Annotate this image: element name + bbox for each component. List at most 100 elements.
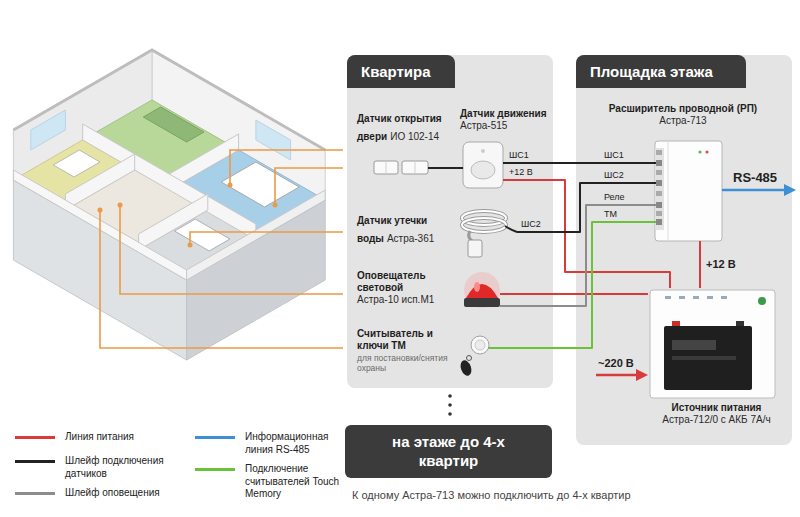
label-holder: ШС1 [604,150,624,161]
continuation-dots [448,403,452,407]
wire-label: +12 В [509,167,533,178]
text-group: Датчик движенияАстра-515 [460,108,552,132]
reader-picture [459,336,489,377]
leader-line [275,168,343,205]
continuation-dots [448,394,452,416]
continuation-dots [448,394,452,398]
wire-connector [507,293,648,295]
wire-stub [428,163,656,348]
legend-item: Информационная линия RS-485 [195,431,340,456]
label-holder: RS-485 [733,170,777,186]
light-alarm-picture [464,272,500,308]
terminal-label: ШС2 [604,170,624,181]
expander-picture [656,160,662,166]
wire-label: +12 В [706,258,736,271]
apartment-illustration [13,50,325,360]
legend-swatch [15,436,55,439]
wire-connector [455,167,460,169]
label-holder: ТМ [604,209,617,220]
expander-picture [655,141,722,241]
legend-item: Линия питания [15,431,180,444]
water-sensor-picture [468,240,482,257]
wire-stub [598,221,656,223]
label-holder: ШС2 [604,170,624,181]
text-group: на этаже до 4-х квартир [390,433,508,471]
door-contact-picture [374,161,428,174]
expander-picture [656,180,662,186]
caption-holder: К одному Астра-713 можно подключить до 4… [352,489,631,502]
leader-line [100,150,343,348]
expander-picture [656,170,662,175]
legend-swatch [195,436,235,439]
leader-line [100,210,343,348]
note-box: на этаже до 4-х квартир [345,425,552,478]
wire-label: ШС2 [521,219,541,230]
panel-heading: Площадка этажа [576,55,746,88]
expander-picture [655,148,664,230]
power-supply-picture [665,296,671,299]
leader-dot [228,183,233,188]
apartment-illustration [65,154,134,210]
door-contact-picture [415,161,416,174]
wire-stub [488,347,492,349]
leader-dot [98,208,103,213]
wire-connector [552,180,670,288]
apartment-illustration [187,190,326,280]
wire-stub [503,179,552,181]
motion-sensor-picture [463,142,503,188]
device-model: Астра-361 [387,233,434,244]
device-name: Расширитель проводной (РП) [598,103,768,115]
power-supply-picture [758,297,766,305]
expander-picture [656,202,662,208]
light-alarm-picture [464,298,500,307]
power-supply-picture [679,296,685,299]
text-group: Расширитель проводной (РП)Астра-713 [598,103,768,127]
apartment-illustration [53,150,100,177]
legend-item: Подключение считывателей Touch Memory [195,463,340,501]
rs485-arrow [722,184,796,196]
device-box: Источник питанияАстра-712/0 с АКБ 7А/ч [648,288,785,438]
device-box: Оповещатель световойАстра-10 исп.М1 [357,270,507,314]
device-name: Оповещатель световой [357,270,455,294]
device-name: Источник питания [648,402,785,414]
wire-stub [598,182,656,184]
wire-stub [598,162,656,164]
legend-text: Информационная линия RS-485 [245,431,340,456]
door-contact-picture [386,161,387,174]
panel-background [347,55,553,388]
device-name: Датчик движения [460,108,552,120]
power-supply-picture [672,356,736,360]
leader-line [120,205,343,294]
expander-picture [705,150,708,153]
wire-stub [500,293,507,295]
motion-sensor-picture [463,142,503,188]
edge-label-holder: +12 В [706,258,736,271]
reader-picture [459,359,474,377]
light-alarm-picture [466,284,498,298]
text-group: Площадка этажа [576,55,792,88]
edge-label-holder: ШС2 [521,219,541,230]
device-box: Датчик утечки водыАстра-361 [357,210,517,260]
bus-label: RS-485 [733,170,777,186]
rs485-arrow [722,189,786,192]
expander-picture [656,211,662,216]
expander-picture [656,150,662,155]
wire-stub [500,305,507,307]
device-box: Датчик движенияАстра-515 [460,108,552,188]
apartment-illustration [143,107,204,142]
edge-label-holder: +12 В [509,167,533,178]
text-group: Квартира [347,55,553,88]
device-box: Считыватель и ключи ТМдля постановки/сня… [357,328,492,378]
mains-arrow [596,369,648,381]
text-group: Оповещатель световойАстра-10 исп.М1 [357,270,455,306]
panel-background [576,55,792,445]
terminal-label: Реле [604,192,625,203]
reader-picture [475,340,485,350]
label-holder: ~220 В [598,357,634,370]
leader-dot [118,203,123,208]
apartment-illustration [175,219,230,251]
wire-connector [699,241,701,288]
legend-text: Шлейф оповещения [65,487,180,500]
mains-label: ~220 В [598,357,634,370]
